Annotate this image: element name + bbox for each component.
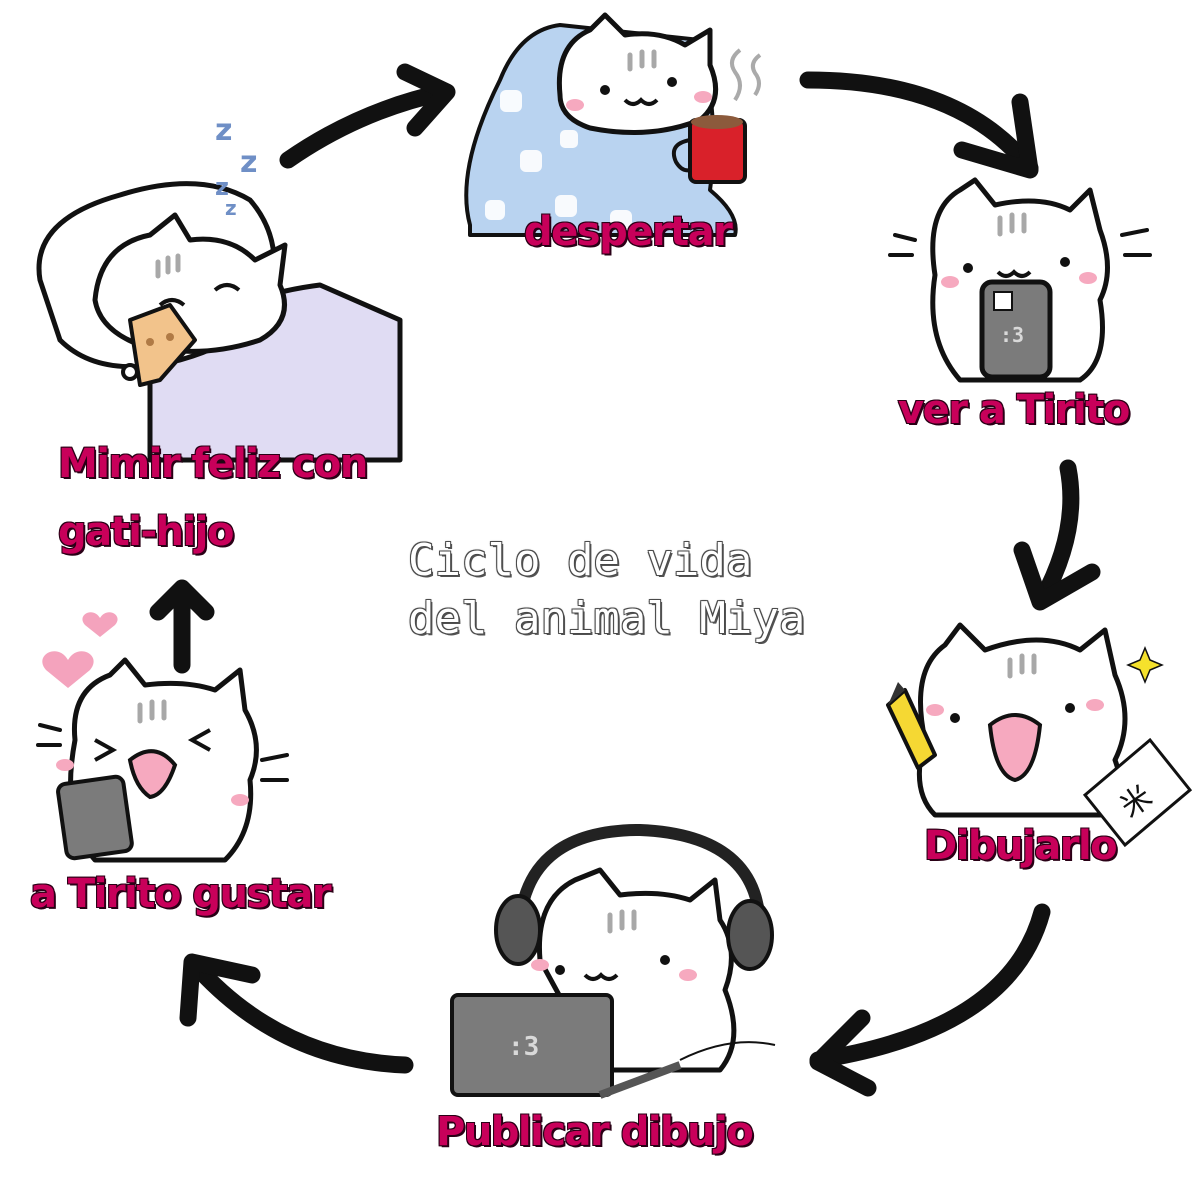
arrow-draw-to-post bbox=[809, 903, 1051, 1097]
laptop-face-text: :3 bbox=[508, 1032, 539, 1062]
sleeping-cat-figure bbox=[36, 181, 403, 463]
sleep-z-icons: z z z z bbox=[215, 113, 257, 220]
z-letter-2: z bbox=[240, 145, 257, 180]
heart-icon bbox=[82, 612, 118, 637]
arrow-post-to-like bbox=[179, 953, 414, 1074]
z-letter-4: z bbox=[225, 196, 237, 220]
cycle-title: Ciclo de vida del animal Miya bbox=[407, 532, 868, 648]
step-label-ver-a-tirito: ver a Tirito bbox=[897, 387, 1131, 433]
cycle-title-line2: del animal Miya bbox=[407, 592, 806, 645]
cycle-title-line1: Ciclo de vida bbox=[407, 534, 753, 587]
laptop-cat-figure: :3 bbox=[450, 823, 776, 1099]
step-label-publicar-dibujo: Publicar dibujo bbox=[435, 1109, 755, 1155]
arrow-like-to-sleep bbox=[149, 579, 215, 674]
waking-cat-figure bbox=[464, 12, 762, 237]
arrow-wake-to-see bbox=[799, 71, 1039, 179]
z-letter-1: z bbox=[215, 113, 232, 148]
z-letter-3: z bbox=[215, 173, 229, 201]
step-label-despertar: despertar bbox=[523, 209, 734, 255]
liked-cat-figure bbox=[36, 612, 289, 863]
step-label-mimir-line1: Mimir feliz con bbox=[57, 441, 369, 487]
cycle-arrows bbox=[149, 63, 1101, 1097]
step-label-mimir-line2: gati-hijo bbox=[57, 509, 235, 555]
drawing-cat-figure: 米 bbox=[886, 622, 1193, 848]
phone-cat-figure: :3 bbox=[888, 177, 1152, 383]
arrow-sleep-to-wake bbox=[279, 63, 456, 169]
step-label-dibujarlo: Dibujarlo bbox=[923, 823, 1119, 869]
phone-face-text: :3 bbox=[1000, 323, 1024, 347]
step-label-a-tirito-gustar: a Tirito gustar bbox=[29, 871, 333, 917]
arrow-see-to-draw bbox=[1013, 459, 1101, 611]
heart-icon bbox=[42, 651, 94, 688]
